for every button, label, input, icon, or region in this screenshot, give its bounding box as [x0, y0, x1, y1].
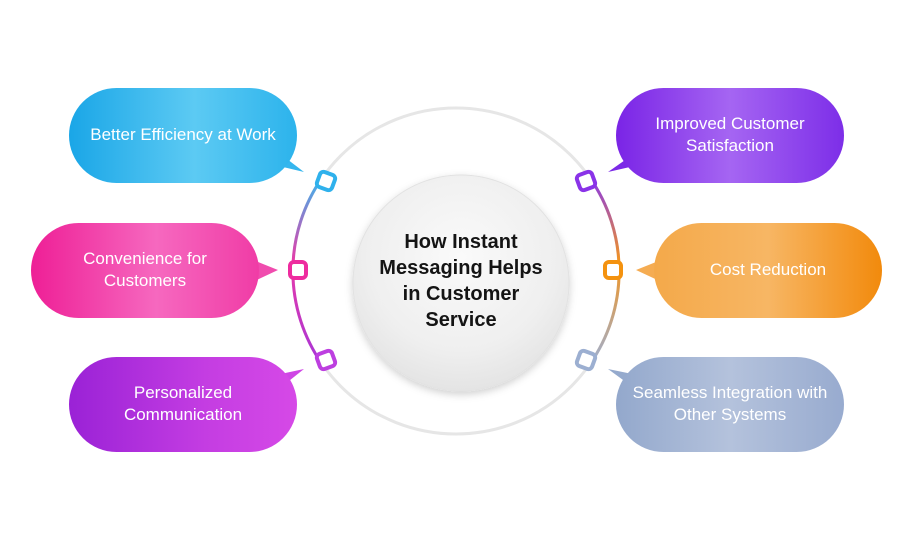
- node-cost-reduction: [603, 260, 623, 280]
- node-personalized: [314, 348, 338, 372]
- benefit-label-personalized: Personalized Communication: [123, 383, 243, 424]
- bubble-better-efficiency: [69, 88, 304, 183]
- node-better-efficiency: [314, 169, 338, 193]
- benefit-label-improved-satisfaction: Improved Customer Satisfaction: [655, 114, 805, 155]
- center-circle: [352, 174, 570, 392]
- benefit-label-convenience: Convenience for Customers: [83, 249, 207, 290]
- bubble-cost-reduction: [636, 223, 882, 318]
- node-convenience: [288, 260, 308, 280]
- benefit-label-better-efficiency: Better Efficiency at Work: [90, 125, 276, 144]
- center-title: How Instant Messaging Helps in Customer …: [379, 231, 543, 331]
- bubble-personalized: [69, 357, 304, 452]
- node-improved-satisfaction: [574, 169, 598, 193]
- benefit-label-seamless-integration: Seamless Integration with Other Systems: [632, 383, 828, 424]
- benefit-label-cost-reduction: Cost Reduction: [709, 260, 827, 279]
- bubble-seamless-integration: [608, 357, 844, 452]
- bubble-convenience: [31, 223, 278, 318]
- bubble-improved-satisfaction: [608, 88, 844, 183]
- node-seamless-integration: [574, 348, 598, 372]
